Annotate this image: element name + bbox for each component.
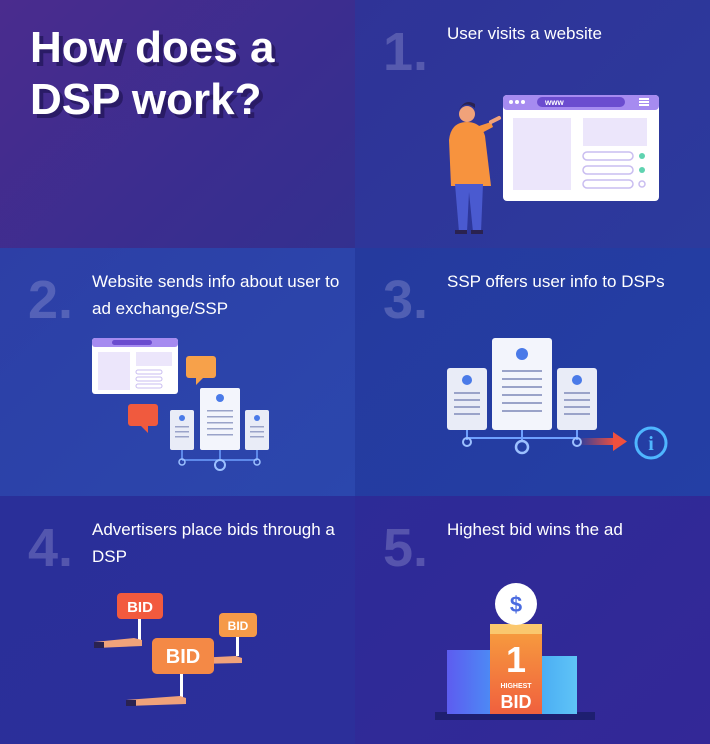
info-icon: i: [634, 426, 668, 460]
ssp-to-dsps-illustration: i: [447, 338, 668, 460]
title-panel: How does a DSP work?: [0, 0, 355, 248]
podium-caption-line1: HIGHEST: [500, 683, 532, 690]
user-visits-website-illustration: www: [449, 95, 659, 234]
chat-bubble-red-icon: [128, 404, 158, 433]
step-1-panel: 1. User visits a website www: [355, 0, 710, 248]
step-3-panel: 3. SSP offers user info to DSPs: [355, 248, 710, 496]
step-4-panel: 4. Advertisers place bids through a DSP …: [0, 496, 355, 744]
podium-caption-line2: BID: [501, 692, 532, 712]
step-2-number: 2.: [28, 270, 74, 330]
step-4-label: Advertisers place bids through a DSP: [92, 520, 335, 566]
bid-sign-top-icon: BID: [94, 593, 163, 648]
arrow-right-icon: [581, 432, 627, 451]
step-3-label: SSP offers user info to DSPs: [447, 272, 665, 291]
chat-bubble-orange-icon: [186, 356, 216, 385]
step-2-panel: 2. Website sends info about user to ad e…: [0, 248, 355, 496]
step-5-label: Highest bid wins the ad: [447, 520, 623, 539]
step-2-label: Website sends info about user to ad exch…: [92, 272, 340, 318]
step-1-number: 1.: [383, 22, 429, 82]
highest-bid-wins-illustration: 1 HIGHEST BID $: [435, 583, 595, 720]
server-stack-icon: [170, 388, 269, 471]
info-icon-glyph: i: [648, 433, 654, 455]
podium-icon: 1 HIGHEST BID: [435, 624, 595, 720]
step-3-number: 3.: [383, 270, 429, 330]
page-title: How does a DSP work?: [30, 23, 275, 124]
step-4-number: 4.: [28, 518, 74, 578]
bid-sign-right-text: BID: [228, 619, 249, 633]
coin-dollar-glyph: $: [510, 592, 522, 617]
small-browser-icon: [92, 338, 178, 394]
browser-window-icon: www: [503, 95, 659, 201]
website-to-ssp-illustration: [92, 338, 269, 471]
servers-icon: [447, 338, 597, 455]
advertisers-bid-illustration: BID BID BID: [94, 593, 257, 706]
browser-url-text: www: [544, 98, 564, 107]
person-icon: [449, 102, 501, 234]
bid-sign-main-text: BID: [166, 646, 200, 668]
bid-sign-top-text: BID: [127, 599, 153, 616]
podium-place-number: 1: [506, 639, 526, 680]
step-5-number: 5.: [383, 518, 429, 578]
bid-sign-main-icon: BID: [126, 638, 214, 706]
dollar-coin-icon: $: [495, 583, 537, 625]
step-1-label: User visits a website: [447, 24, 602, 43]
step-5-panel: 5. Highest bid wins the ad: [355, 496, 710, 744]
